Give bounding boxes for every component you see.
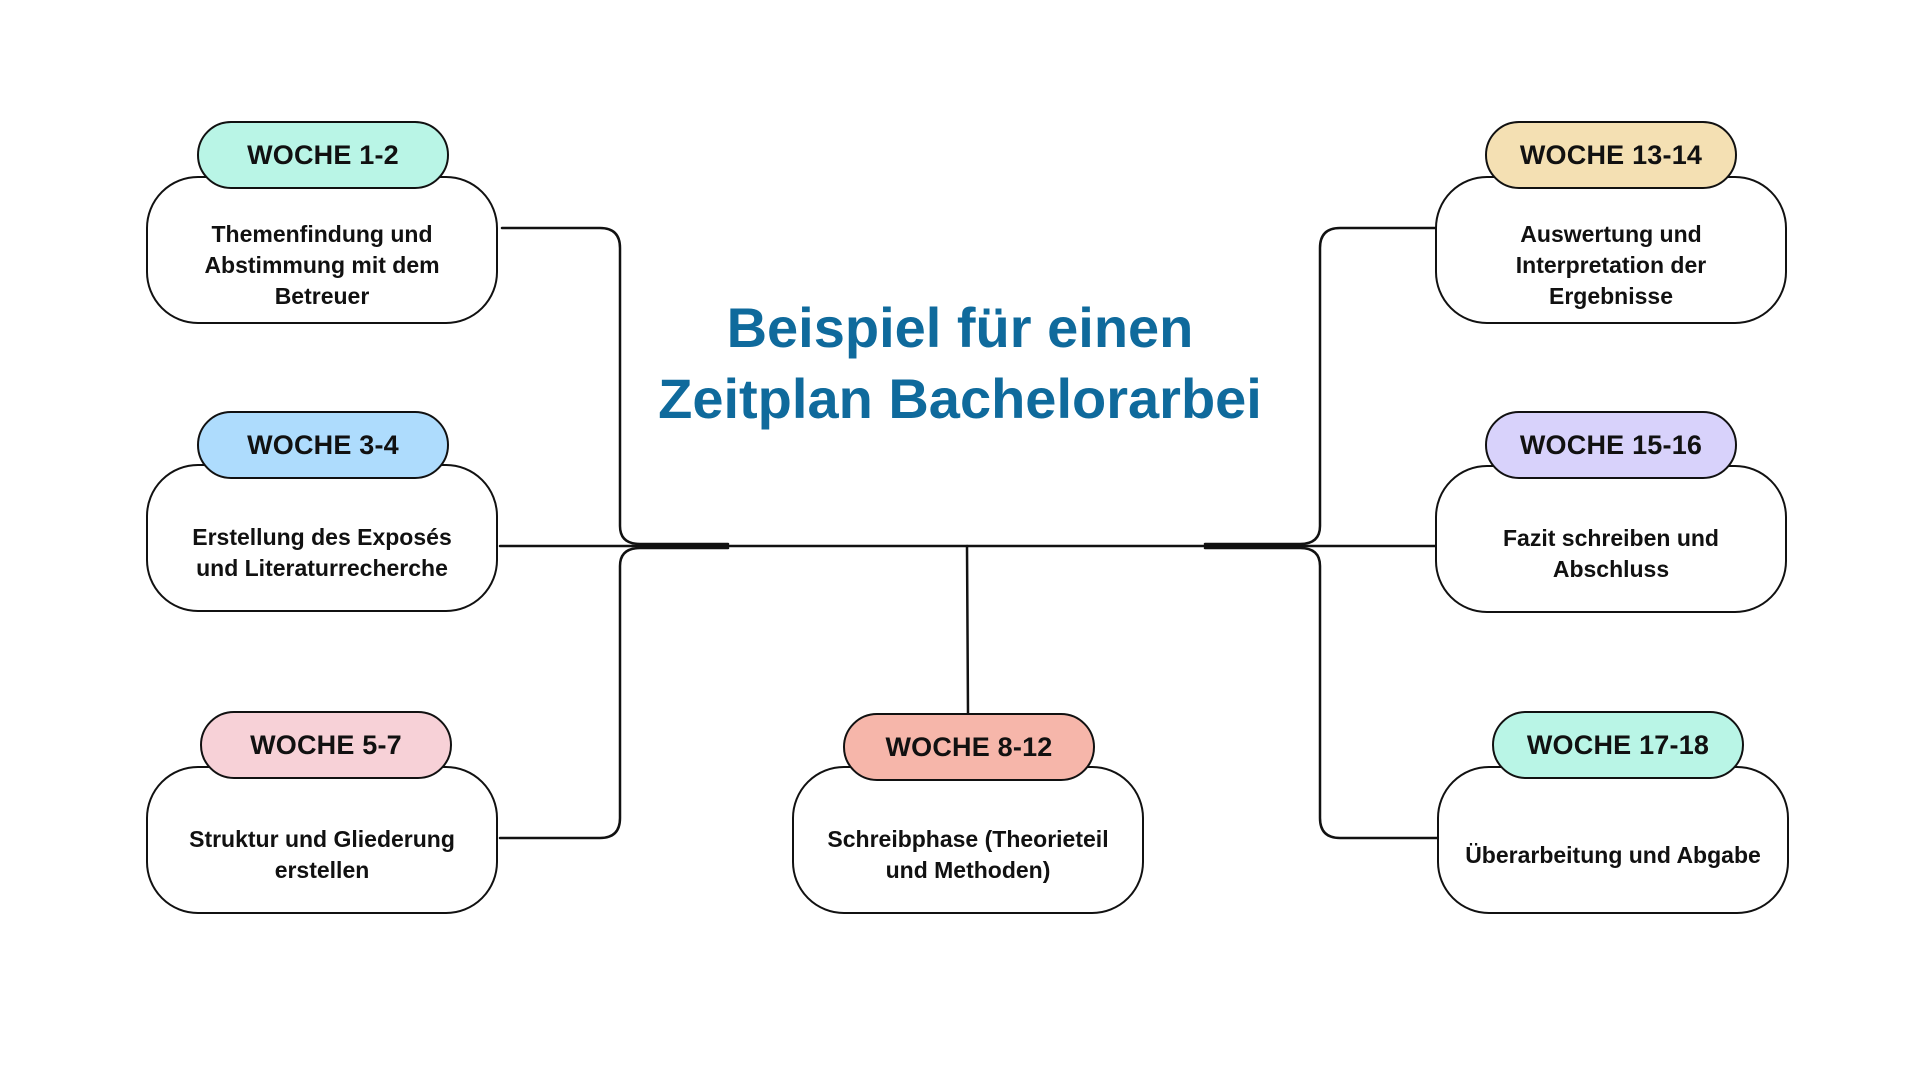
diagram-title: Beispiel für einen Zeitplan Bachelorarbe… [560, 292, 1360, 434]
title-line-2: Zeitplan Bachelorarbei [658, 367, 1262, 430]
task-text: Auswertung und Interpretation der Ergebn… [1515, 220, 1707, 309]
task-text: Erstellung des Exposés und Literaturrech… [192, 524, 452, 581]
connector-week-1-2 [500, 226, 730, 546]
task-card-week-5-7: Struktur und Gliederung erstellen [146, 766, 498, 914]
connector-week-17-18 [1203, 546, 1439, 840]
week-label-1-2: WOCHE 1-2 [197, 121, 449, 189]
task-card-week-13-14: Auswertung und Interpretation der Ergebn… [1435, 176, 1787, 324]
task-card-week-1-2: Themenfindung und Abstimmung mit dem Bet… [146, 176, 498, 324]
week-label-17-18: WOCHE 17-18 [1492, 711, 1744, 779]
connector-week-13-14 [1203, 226, 1437, 546]
task-card-week-17-18: Überarbeitung und Abgabe [1437, 766, 1789, 914]
task-card-week-8-12: Schreibphase (Theorieteil und Methoden) [792, 766, 1144, 914]
week-label-5-7: WOCHE 5-7 [200, 711, 452, 779]
task-text: Struktur und Gliederung erstellen [189, 826, 455, 883]
week-label-3-4: WOCHE 3-4 [197, 411, 449, 479]
week-label-8-12: WOCHE 8-12 [843, 713, 1095, 781]
task-text: Überarbeitung und Abgabe [1465, 841, 1761, 868]
task-text: Schreibphase (Theorieteil und Methoden) [827, 826, 1109, 883]
connector-week-5-7 [498, 546, 730, 840]
connector-week-8-12 [965, 544, 970, 716]
task-card-week-3-4: Erstellung des Exposés und Literaturrech… [146, 464, 498, 612]
task-text: Fazit schreiben und Abschluss [1503, 525, 1719, 582]
title-line-1: Beispiel für einen [726, 296, 1194, 359]
task-text: Themenfindung und Abstimmung mit dem Bet… [204, 220, 440, 309]
week-label-15-16: WOCHE 15-16 [1485, 411, 1737, 479]
week-label-13-14: WOCHE 13-14 [1485, 121, 1737, 189]
task-card-week-15-16: Fazit schreiben und Abschluss [1435, 465, 1787, 613]
